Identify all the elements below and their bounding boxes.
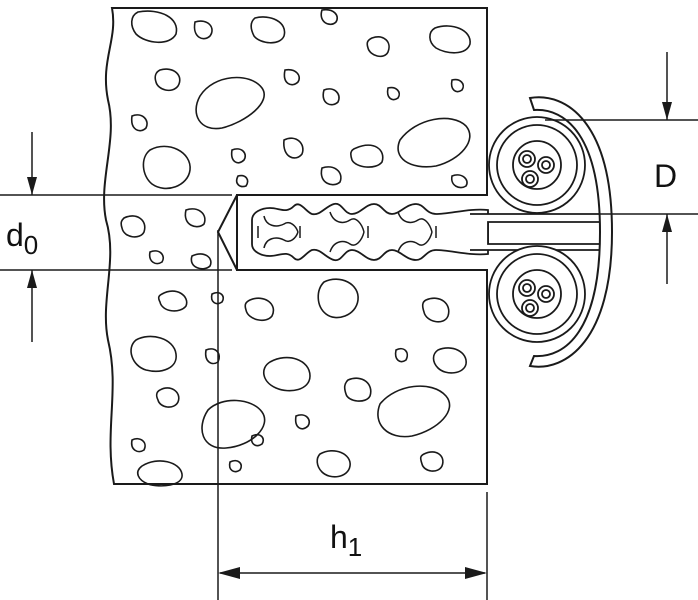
anchor-plug-ribs: [257, 211, 437, 253]
clip-strap: [470, 213, 601, 251]
dimension-D: [545, 52, 698, 284]
cable-lower: [488, 245, 586, 343]
concrete-aggregate: [120, 8, 471, 487]
D-label: D: [654, 158, 677, 194]
concrete-wall: [103, 7, 488, 485]
dimension-d0: [0, 132, 232, 342]
anchor-plug: [251, 202, 489, 262]
cable-upper: [488, 116, 586, 214]
dimension-h1: [217, 230, 488, 600]
cable-clip-bracket: [528, 96, 614, 368]
h1-label: h1: [330, 519, 362, 562]
d0-label: d0: [6, 217, 38, 260]
